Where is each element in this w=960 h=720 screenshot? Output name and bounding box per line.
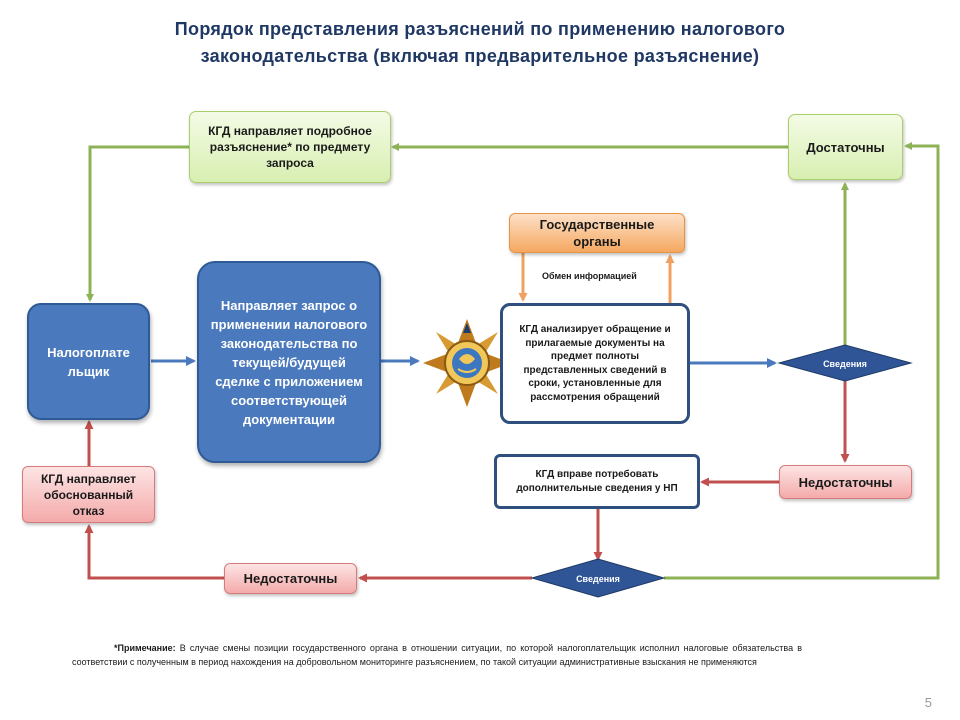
decision-diamond-bottom — [530, 558, 666, 598]
node-kgd-request-more: КГД вправе потребовать дополнительные св… — [494, 454, 700, 509]
decision-diamond-right — [777, 344, 913, 382]
label-info-right: Сведения — [823, 358, 867, 369]
kgd-emblem-icon — [423, 319, 511, 407]
arrow-info-bottom-to-sufficient — [664, 142, 940, 580]
node-kgd-refusal: КГД направляет обоснованный отказ — [22, 466, 155, 523]
page-number: 5 — [924, 695, 932, 710]
arrow-kgd-detail-to-taxpayer — [86, 145, 190, 302]
footnote-text: В случае смены позиции государственного … — [72, 643, 802, 667]
footnote: *Примечание: В случае смены позиции госу… — [72, 641, 802, 669]
node-sufficient-top: Достаточны — [788, 114, 903, 180]
node-insufficient-bottom: Недостаточны — [224, 563, 357, 594]
node-taxpayer: Налогоплате льщик — [27, 303, 150, 420]
node-kgd-analyze: КГД анализирует обращение и прилагаемые … — [500, 303, 690, 424]
node-request: Направляет запрос о применении налоговог… — [197, 261, 381, 463]
page-title-line-2: законодательства (включая предварительно… — [200, 46, 760, 66]
node-insufficient-right: Недостаточны — [779, 465, 912, 499]
footnote-label: *Примечание: — [114, 643, 176, 653]
node-government-bodies: Государственные органы — [509, 213, 685, 253]
taxpayer-line-1: Налогоплате — [47, 344, 130, 360]
page-title-line-1: Порядок представления разъяснений по при… — [174, 19, 786, 39]
page-title: Порядок представления разъяснений по при… — [90, 16, 870, 70]
label-info-exchange: Обмен информацией — [542, 271, 637, 281]
taxpayer-line-2: льщик — [67, 363, 110, 379]
label-info-bottom: Сведения — [576, 573, 620, 584]
arrow-insufficient-to-refusal — [84, 524, 224, 580]
node-kgd-detailed-explanation: КГД направляет подробное разъяснение* по… — [189, 111, 391, 183]
